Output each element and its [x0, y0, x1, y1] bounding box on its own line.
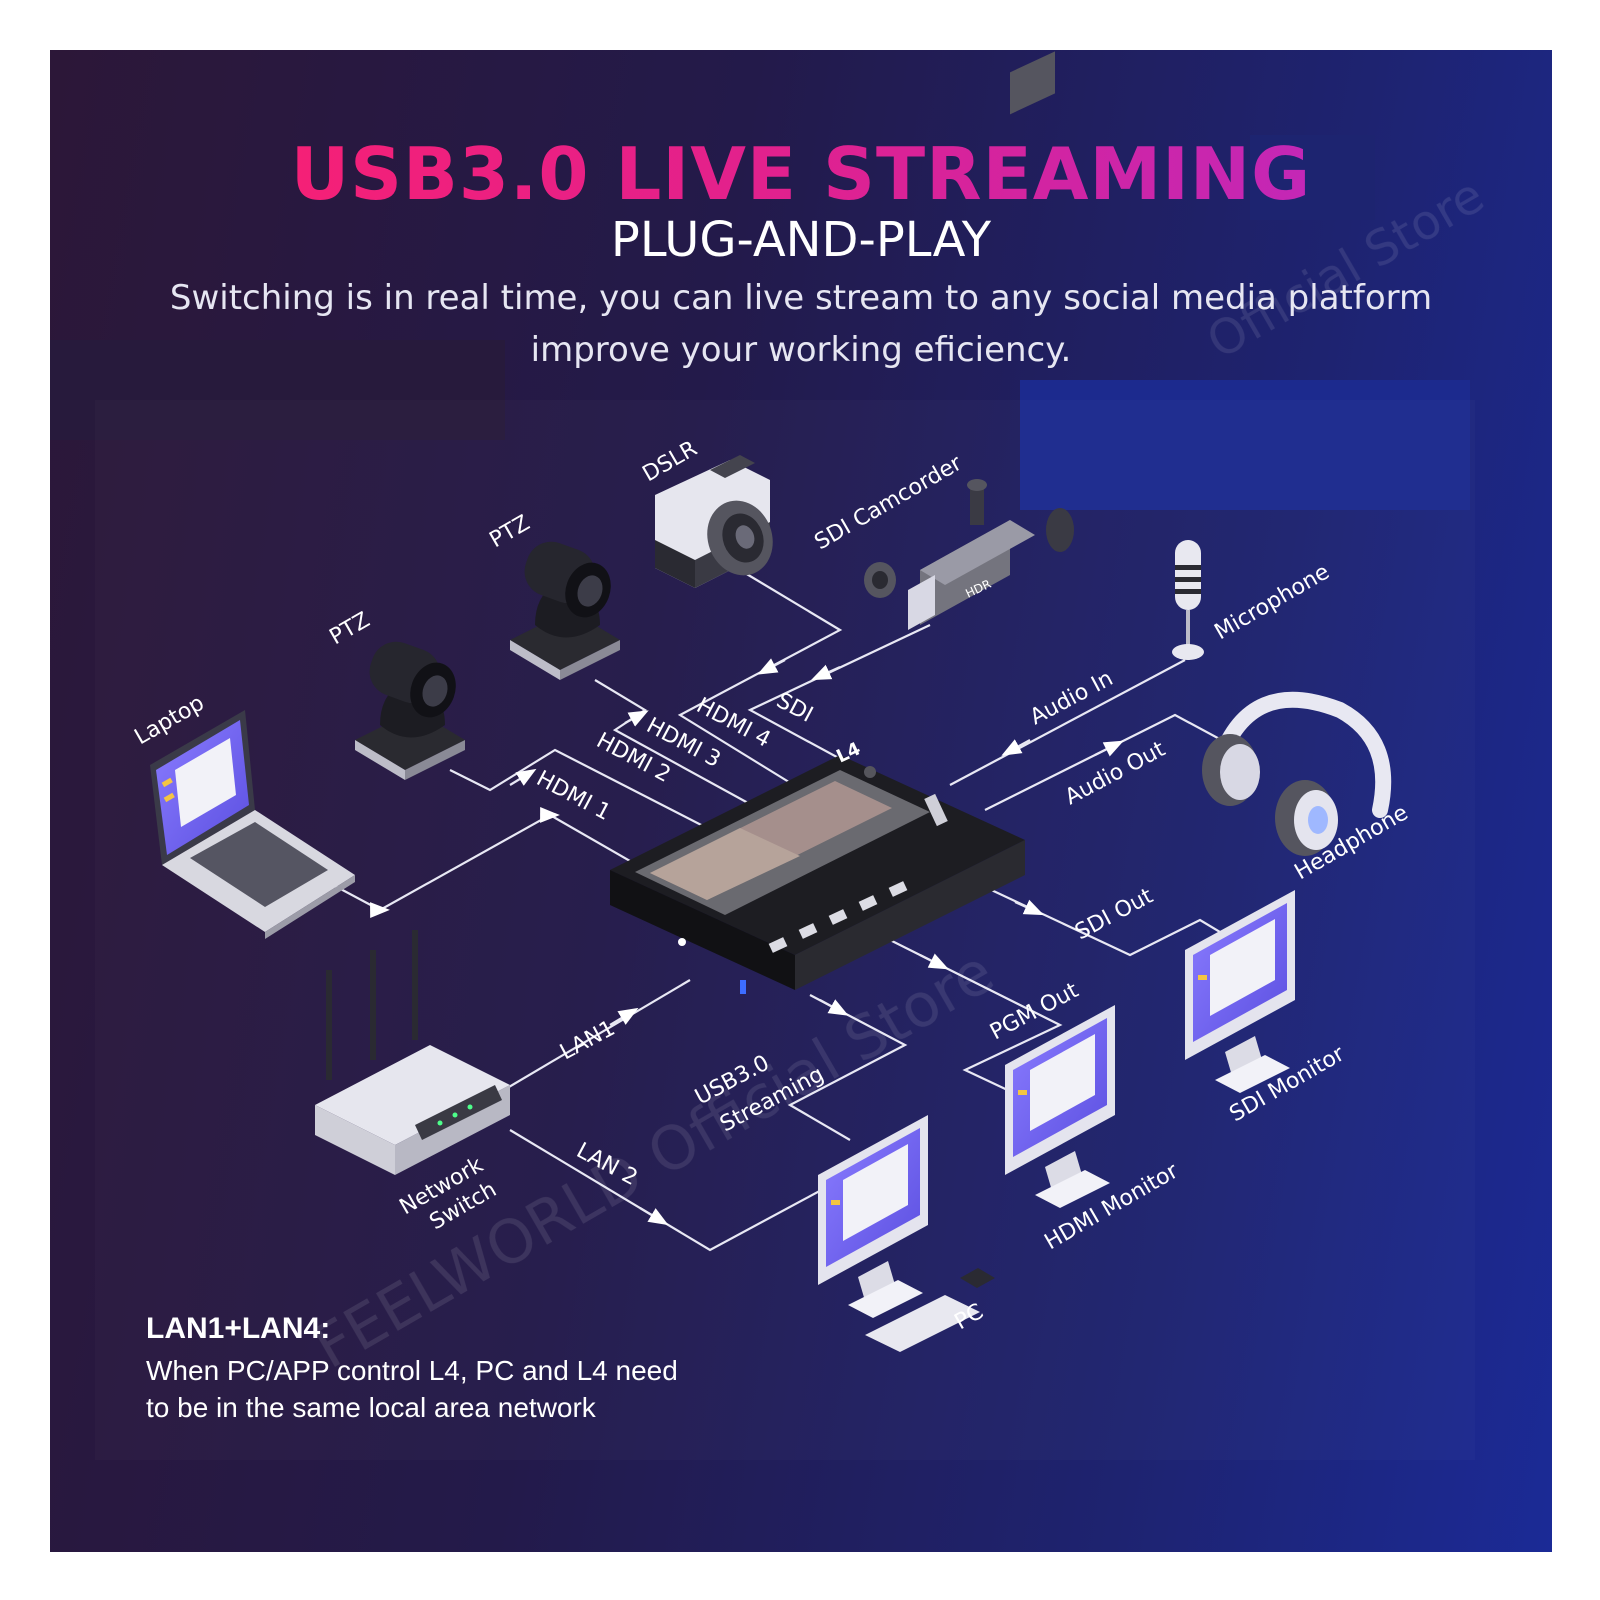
laptop-icon	[150, 710, 355, 939]
label-ptz-1: PTZ	[326, 608, 375, 651]
line-lan2	[509, 1129, 841, 1252]
connection-diagram: Official Store FEELWORLD Official Store	[131, 51, 1493, 1383]
hdmi-monitor-icon	[1005, 1005, 1115, 1208]
ptz-camera-2-icon	[510, 541, 620, 680]
label-ptz-2: PTZ	[486, 511, 535, 554]
sdi-monitor-icon	[1185, 890, 1295, 1093]
label-lan1: LAN1	[556, 1016, 619, 1065]
note-text: When PC/APP control L4, PC and L4 need t…	[146, 1352, 766, 1426]
network-switch-icon	[315, 930, 510, 1175]
line-sdi	[747, 624, 931, 776]
label-sdi-camcorder: SDI Camcorder	[811, 450, 968, 555]
label-microphone: Microphone	[1211, 560, 1334, 646]
note-line-1: When PC/APP control L4, PC and L4 need	[146, 1355, 678, 1386]
line-usb	[787, 994, 908, 1141]
page-title: USB3.0 LIVE STREAMING	[50, 132, 1552, 216]
dslr-camera-icon	[655, 455, 773, 588]
pc-icon	[818, 1115, 995, 1352]
note-title: LAN1+LAN4:	[146, 1312, 331, 1345]
watermark-top: Official Store	[1198, 167, 1493, 370]
connection-lines	[304, 569, 1251, 1252]
headphone-icon	[1202, 691, 1392, 856]
description-line-2: improve your working eficiency.	[530, 330, 1072, 370]
note-line-2: to be in the same local area network	[146, 1392, 596, 1423]
lan-note: LAN1+LAN4: When PC/APP control L4, PC an…	[146, 1312, 766, 1426]
page-subtitle: PLUG-AND-PLAY	[610, 212, 992, 268]
description-line-1: Switching is in real time, you can live …	[169, 278, 1433, 318]
ptz-camera-1-icon	[355, 641, 465, 780]
microphone-icon	[1172, 540, 1204, 660]
l4-switcher-icon: L4	[610, 738, 1025, 994]
label-sdi: SDI	[772, 688, 817, 728]
infographic-panel: USB3.0 LIVE STREAMING PLUG-AND-PLAY Swit…	[50, 50, 1552, 1552]
label-sdi-out: SDI Out	[1071, 883, 1157, 945]
label-audio-out: Audio Out	[1061, 737, 1170, 811]
sdi-camcorder-icon: HDR	[864, 51, 1074, 630]
line-audio-in	[949, 659, 1186, 786]
